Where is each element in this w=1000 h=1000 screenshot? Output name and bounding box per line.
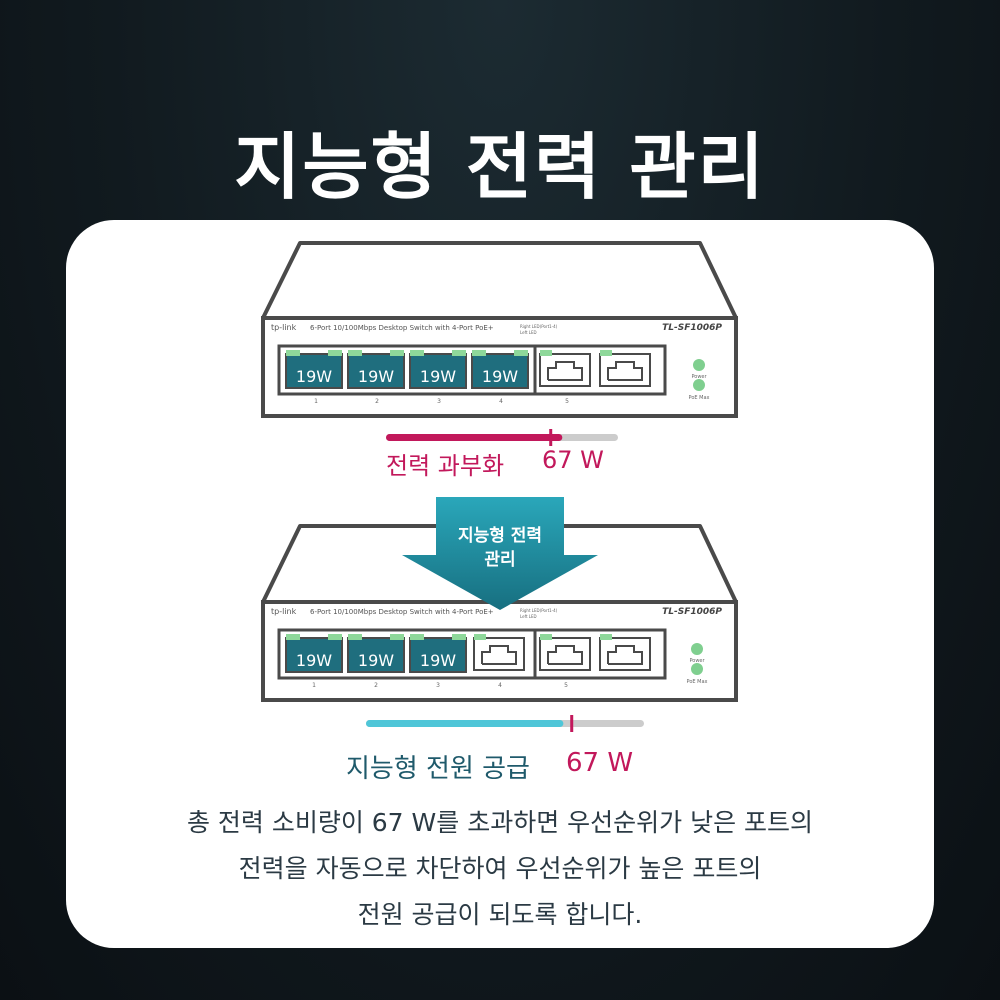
svg-text:4: 4: [499, 398, 503, 405]
poe-max-led: [693, 379, 705, 391]
port-4-watt: 19W: [482, 367, 518, 386]
arrow-label: 지능형 전력 관리: [457, 526, 543, 570]
overload-label: 전력 과부화: [386, 452, 505, 480]
svg-text:tp-link: tp-link: [271, 607, 297, 616]
svg-text:Power: Power: [691, 374, 707, 380]
port-2: 19W: [347, 350, 405, 389]
svg-text:4: 4: [498, 682, 502, 689]
port-1-watt: 19W: [296, 367, 332, 386]
power-led: [693, 359, 705, 371]
model-label: TL-SF1006P: [662, 323, 722, 333]
bottom-watt-label: 67 W: [566, 748, 634, 778]
svg-text:2: 2: [374, 682, 378, 689]
bottom-power-bar: [366, 715, 644, 732]
port-5b: [599, 350, 651, 387]
switch-description: 6-Port 10/100Mbps Desktop Switch with 4-…: [310, 324, 494, 332]
smart-supply-label: 지능형 전원 공급: [346, 754, 530, 784]
svg-text:19W: 19W: [420, 651, 456, 670]
svg-text:Right LED(Port1-4): Right LED(Port1-4): [520, 608, 558, 613]
port-2-watt: 19W: [358, 367, 394, 386]
svg-text:PoE Max: PoE Max: [687, 679, 708, 685]
port-3: 19W: [409, 350, 467, 389]
led-left-label: Left LED: [520, 330, 537, 335]
port-1: 19W: [285, 350, 343, 389]
led-right-label: Right LED(Port1-4): [520, 324, 558, 329]
description-text: 총 전력 소비량이 67 W를 초과하면 우선순위가 낮은 포트의 전력을 자동…: [186, 808, 814, 929]
port-2: 19W: [347, 634, 405, 673]
port-3-watt: 19W: [420, 367, 456, 386]
bottom-switch: tp-link 6-Port 10/100Mbps Desktop Switch…: [261, 524, 738, 702]
brand-label: tp-link: [271, 323, 297, 332]
page-title: 지능형 전력 관리: [234, 125, 766, 209]
port-4-off: [473, 634, 525, 671]
svg-text:19W: 19W: [296, 651, 332, 670]
svg-text:5: 5: [564, 682, 568, 689]
svg-text:TL-SF1006P: TL-SF1006P: [662, 607, 722, 617]
svg-text:3: 3: [436, 682, 440, 689]
port-5a: [539, 350, 591, 387]
port-5b: [599, 634, 651, 671]
top-switch: tp-link 6-Port 10/100Mbps Desktop Switch…: [261, 241, 738, 418]
svg-text:3: 3: [437, 398, 441, 405]
svg-text:Left LED: Left LED: [520, 614, 537, 619]
port-1: 19W: [285, 634, 343, 673]
svg-text:Power: Power: [689, 658, 705, 664]
top-power-bar: [386, 429, 618, 446]
svg-text:2: 2: [375, 398, 379, 405]
port-3: 19W: [409, 634, 467, 673]
top-watt-label: 67 W: [542, 446, 604, 474]
svg-text:PoE Max: PoE Max: [689, 395, 710, 401]
port-4: 19W: [471, 350, 529, 389]
svg-text:6-Port 10/100Mbps Desktop Swit: 6-Port 10/100Mbps Desktop Switch with 4-…: [310, 608, 494, 616]
down-arrow: [402, 497, 598, 610]
svg-text:19W: 19W: [358, 651, 394, 670]
port-5a: [539, 634, 591, 671]
svg-text:1: 1: [314, 398, 318, 405]
svg-text:1: 1: [312, 682, 316, 689]
svg-text:5: 5: [565, 398, 569, 405]
